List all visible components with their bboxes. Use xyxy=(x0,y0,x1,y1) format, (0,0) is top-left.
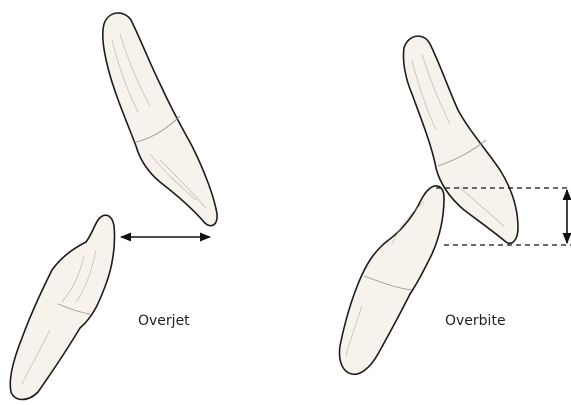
overjet-label: Overjet xyxy=(138,313,190,329)
lower-incisor-overjet xyxy=(10,215,114,399)
upper-incisor-overjet xyxy=(103,13,217,226)
lower-incisor-overbite xyxy=(340,186,445,374)
overbite-label: Overbite xyxy=(445,313,506,329)
overjet-figure xyxy=(10,13,217,400)
